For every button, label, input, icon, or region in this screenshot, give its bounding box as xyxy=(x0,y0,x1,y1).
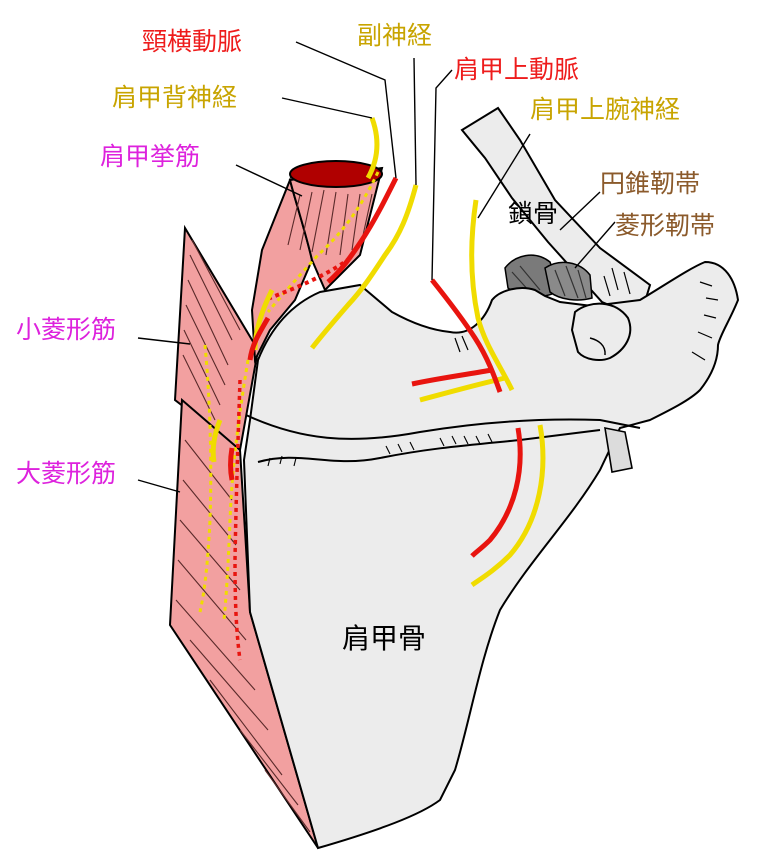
label-dorsal-scapular-nerve: 肩甲背神経 xyxy=(112,83,237,112)
label-conoid-ligament: 円錐靭帯 xyxy=(600,169,700,198)
arteries xyxy=(228,176,523,558)
transverse-cervical-artery xyxy=(326,176,399,284)
label-clavicle: 鎖骨 xyxy=(508,199,558,228)
label-rhomboid-major: 大菱形筋 xyxy=(16,459,116,488)
label-suprascapular-artery: 肩甲上動脈 xyxy=(454,55,579,84)
labels: 頸横動脈 副神経 肩甲上動脈 肩甲背神経 肩甲上腕神経 肩甲挙筋 円錐靭帯 鎖骨… xyxy=(16,21,715,655)
levator-scapulae-cut-end xyxy=(289,160,383,188)
accessory-nerve xyxy=(310,184,419,350)
hidden-vessel-nerve-courses xyxy=(198,171,380,661)
label-scapula: 肩甲骨 xyxy=(342,622,426,655)
suprascapular-artery xyxy=(430,278,503,393)
nerves xyxy=(210,117,546,588)
label-accessory-nerve: 副神経 xyxy=(357,21,432,50)
leader-lines xyxy=(137,41,616,493)
label-suprascapular-nerve: 肩甲上腕神経 xyxy=(530,95,680,124)
label-trapezoid-ligament: 菱形靭帯 xyxy=(615,211,715,240)
label-levator-scapulae: 肩甲挙筋 xyxy=(100,142,200,171)
coracoclavicular-ligaments xyxy=(504,254,593,301)
label-transverse-cervical-artery: 頸横動脈 xyxy=(142,27,242,56)
label-rhomboid-minor: 小菱形筋 xyxy=(16,315,116,344)
suprascapular-nerve xyxy=(469,199,515,392)
scapula-bone xyxy=(242,260,740,850)
levator-scapulae-muscle xyxy=(250,160,384,364)
dorsal-scapular-nerve-top xyxy=(365,117,380,180)
